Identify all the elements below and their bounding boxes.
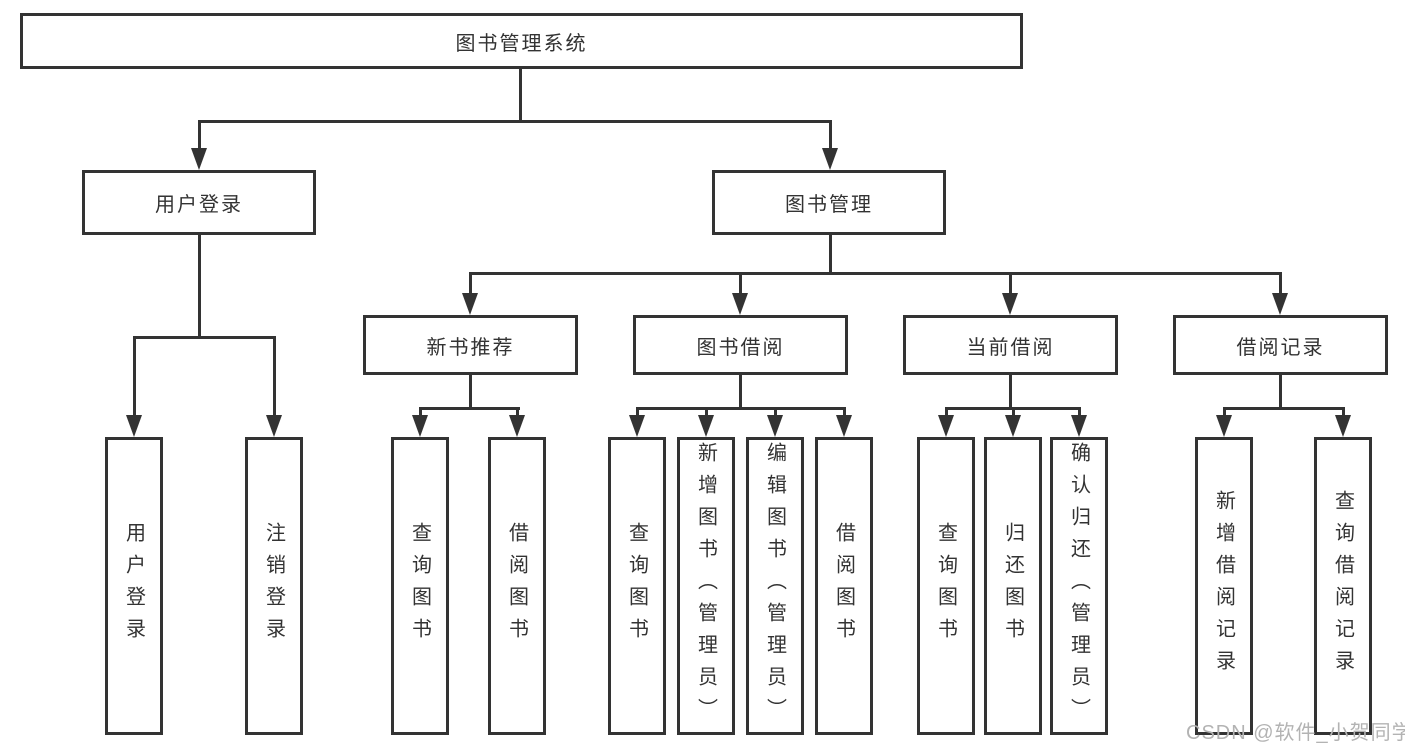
- connector-line: [829, 235, 832, 275]
- node-borrow-records: 借阅记录: [1173, 315, 1388, 375]
- connector-line: [843, 407, 846, 417]
- leaf-logout: 注销登录: [245, 437, 303, 735]
- connector-line: [469, 375, 472, 410]
- node-new-book-recommend: 新书推荐: [363, 315, 578, 375]
- connector-line: [739, 272, 742, 295]
- connector-line: [198, 235, 201, 339]
- connector-line: [133, 336, 136, 417]
- arrowhead-icon: [938, 415, 954, 437]
- connector-line: [1009, 375, 1012, 410]
- watermark: CSDN @软件_小贺同学: [1186, 722, 1405, 744]
- connector-line: [198, 120, 832, 123]
- arrowhead-icon: [1216, 415, 1232, 437]
- leaf-confirm-return-admin: 确认归还（管理员）: [1050, 437, 1108, 735]
- arrowhead-icon: [1272, 293, 1288, 315]
- arrowhead-icon: [1335, 415, 1351, 437]
- connector-line: [519, 69, 522, 123]
- leaf-add-borrow-record: 新增借阅记录: [1195, 437, 1253, 735]
- leaf-borrow-books-recommend: 借阅图书: [488, 437, 546, 735]
- connector-line: [1012, 407, 1015, 417]
- leaf-query-books-borrow: 查询图书: [608, 437, 666, 735]
- connector-line: [636, 407, 846, 410]
- connector-line: [774, 407, 777, 417]
- connector-line: [1279, 272, 1282, 295]
- arrowhead-icon: [126, 415, 142, 437]
- arrowhead-icon: [629, 415, 645, 437]
- leaf-query-books-recommend: 查询图书: [391, 437, 449, 735]
- leaf-borrow-books-borrow: 借阅图书: [815, 437, 873, 735]
- arrowhead-icon: [698, 415, 714, 437]
- node-book-borrow: 图书借阅: [633, 315, 848, 375]
- connector-line: [133, 336, 276, 339]
- arrowhead-icon: [767, 415, 783, 437]
- leaf-query-books-current: 查询图书: [917, 437, 975, 735]
- connector-line: [469, 272, 1282, 275]
- connector-line: [273, 336, 276, 417]
- node-root: 图书管理系统: [20, 13, 1023, 69]
- connector-line: [636, 407, 639, 417]
- connector-line: [516, 407, 519, 417]
- node-current-borrow: 当前借阅: [903, 315, 1118, 375]
- connector-line: [1279, 375, 1282, 410]
- leaf-add-books-admin: 新增图书（管理员）: [677, 437, 735, 735]
- connector-line: [469, 272, 472, 295]
- node-user-login: 用户登录: [82, 170, 316, 235]
- arrowhead-icon: [1002, 293, 1018, 315]
- arrowhead-icon: [1005, 415, 1021, 437]
- connector-line: [419, 407, 520, 410]
- connector-line: [1223, 407, 1345, 410]
- connector-line: [739, 375, 742, 410]
- leaf-user-login: 用户登录: [105, 437, 163, 735]
- arrowhead-icon: [732, 293, 748, 315]
- connector-line: [1223, 407, 1226, 417]
- connector-line: [945, 407, 948, 417]
- arrowhead-icon: [191, 148, 207, 170]
- leaf-edit-books-admin: 编辑图书（管理员）: [746, 437, 804, 735]
- arrowhead-icon: [836, 415, 852, 437]
- arrowhead-icon: [822, 148, 838, 170]
- connector-line: [1342, 407, 1345, 417]
- connector-line: [829, 120, 832, 150]
- arrowhead-icon: [266, 415, 282, 437]
- arrowhead-icon: [412, 415, 428, 437]
- leaf-query-borrow-record: 查询借阅记录: [1314, 437, 1372, 735]
- leaf-return-books: 归还图书: [984, 437, 1042, 735]
- connector-line: [1009, 272, 1012, 295]
- connector-line: [198, 120, 201, 150]
- arrowhead-icon: [1071, 415, 1087, 437]
- arrowhead-icon: [462, 293, 478, 315]
- connector-line: [419, 407, 422, 417]
- arrowhead-icon: [509, 415, 525, 437]
- connector-line: [1078, 407, 1081, 417]
- connector-line: [705, 407, 708, 417]
- node-book-management: 图书管理: [712, 170, 946, 235]
